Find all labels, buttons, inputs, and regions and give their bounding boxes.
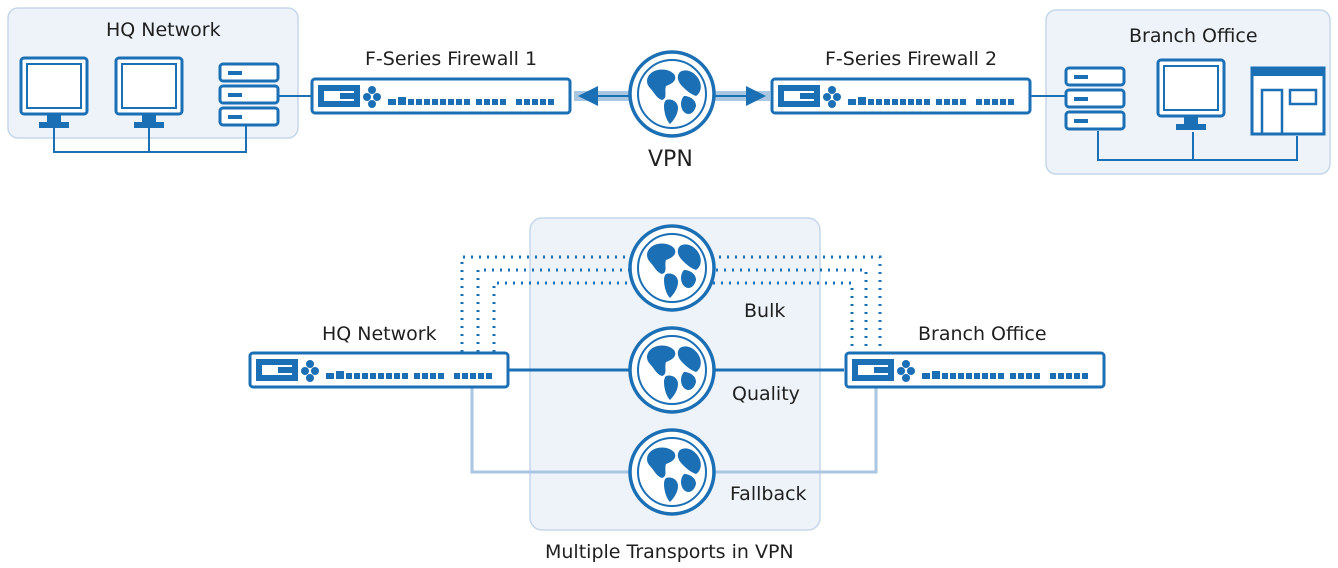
transport-label-fallback: Fallback	[730, 483, 807, 505]
firewall2-title: F-Series Firewall 2	[825, 48, 997, 70]
hq-network-node-label: HQ Network	[322, 323, 437, 345]
branch-office-title: Branch Office	[1129, 25, 1258, 47]
transport-label-quality: Quality	[732, 383, 800, 405]
server-stack-icon	[218, 62, 280, 127]
hq-network-title: HQ Network	[106, 19, 221, 41]
firewall-appliance-icon	[248, 351, 510, 389]
globe-icon	[628, 326, 716, 414]
globe-icon	[628, 224, 716, 312]
transport-label-bulk: Bulk	[744, 300, 785, 322]
branch-office-node-label: Branch Office	[918, 323, 1047, 345]
server-stack-icon	[1064, 66, 1126, 131]
firewall-appliance-icon	[770, 77, 1032, 115]
building-icon	[1250, 66, 1326, 136]
branch-lan-link	[1097, 131, 1298, 161]
globe-icon	[628, 428, 716, 516]
firewall1-title: F-Series Firewall 1	[365, 48, 537, 70]
firewall-appliance-icon	[844, 351, 1106, 389]
firewall-appliance-icon	[310, 77, 572, 115]
vpn-label: VPN	[648, 147, 693, 172]
globe-icon	[628, 50, 716, 138]
diagram-caption: Multiple Transports in VPN	[545, 541, 794, 563]
